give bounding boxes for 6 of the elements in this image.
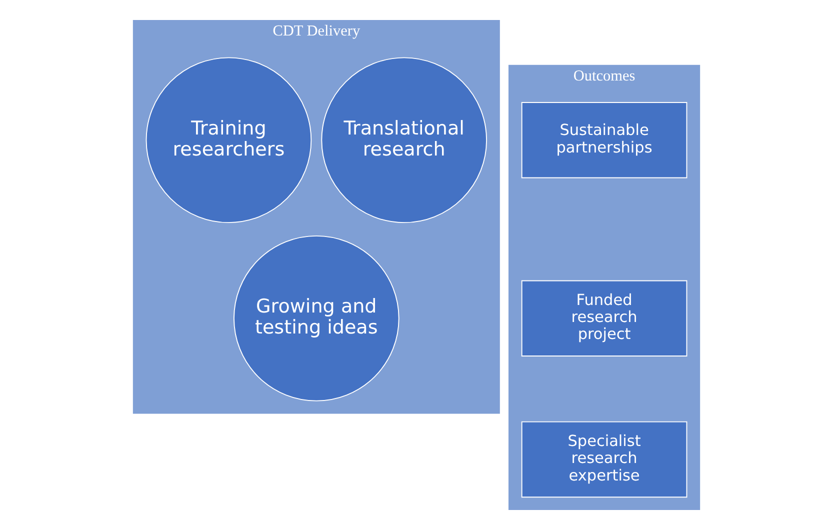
node-circle: Training researchers: [145, 57, 312, 224]
node-box: Specialist research expertise: [520, 421, 687, 498]
node-box: Funded research project: [520, 280, 687, 357]
node-circle: Translational research: [320, 57, 487, 224]
node-box: Sustainable partnerships: [520, 102, 687, 178]
node-circle: Growing and testing ideas: [232, 235, 399, 402]
